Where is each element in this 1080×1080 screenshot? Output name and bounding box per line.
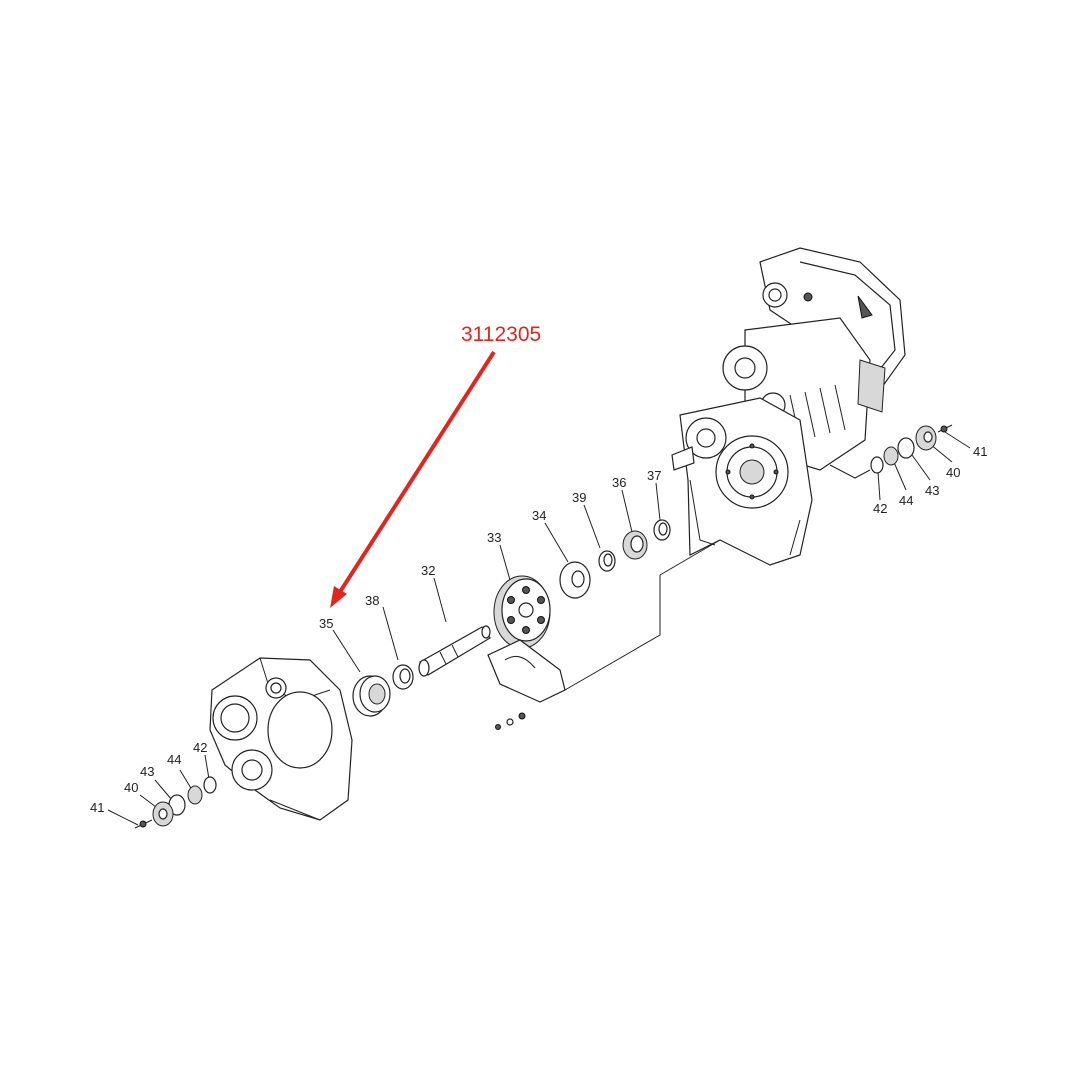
right-fastener-stack [870, 424, 953, 474]
part-36-bearing [622, 530, 648, 560]
label-bottom-44: 44 [167, 752, 181, 767]
label-right-41: 41 [973, 444, 987, 459]
part-number-label: 3112305 [461, 323, 541, 346]
bracket-plate [487, 639, 566, 730]
rear-cover-housing [209, 657, 353, 821]
label-bottom-42: 42 [193, 740, 207, 755]
label-right-40: 40 [946, 465, 960, 480]
part-38-ring [392, 664, 414, 690]
label-35: 35 [319, 616, 333, 631]
label-34: 34 [532, 508, 546, 523]
callout-arrow-shaft [336, 350, 496, 597]
label-37: 37 [647, 468, 661, 483]
callout-arrow-head [330, 586, 347, 608]
part-33-gear [493, 575, 551, 649]
label-right-43: 43 [925, 483, 939, 498]
label-bottom-41: 41 [90, 800, 104, 815]
label-right-44: 44 [899, 493, 913, 508]
bottom-fastener-stack [134, 776, 217, 829]
part-34-spacer [559, 561, 591, 599]
part-39-ring [598, 550, 616, 572]
label-36: 36 [612, 475, 626, 490]
label-32: 32 [421, 563, 435, 578]
label-38: 38 [365, 593, 379, 608]
part-32-shaft [418, 625, 491, 677]
transmission-housing [671, 247, 906, 566]
part-37-seal [653, 519, 671, 541]
part-35-bearing [352, 675, 391, 717]
label-33: 33 [487, 530, 501, 545]
label-right-42: 42 [873, 501, 887, 516]
part-number-callout: 3112305 [330, 323, 541, 608]
label-39: 39 [572, 490, 586, 505]
part-labels: 35 38 32 33 34 39 36 37 41 40 43 44 42 4… [90, 444, 987, 815]
label-bottom-43: 43 [140, 764, 154, 779]
label-bottom-40: 40 [124, 780, 138, 795]
